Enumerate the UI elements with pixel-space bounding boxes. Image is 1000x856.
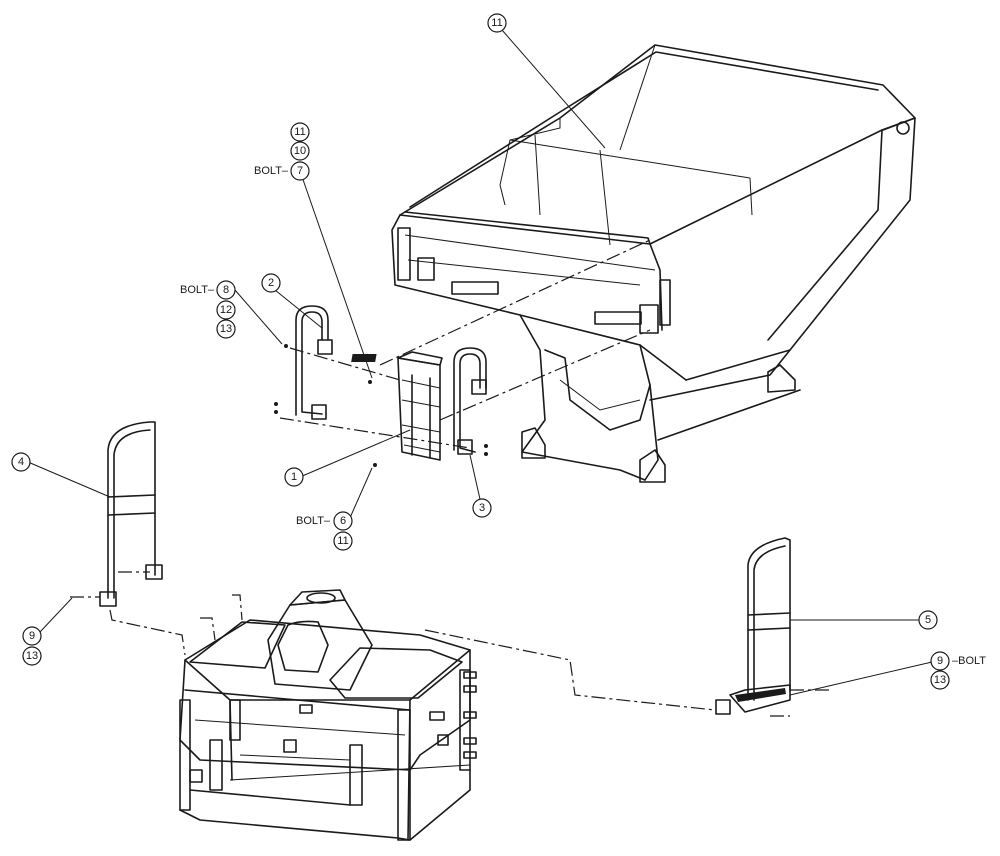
callout-9-left: 9 [22, 626, 42, 646]
svg-text:11: 11 [491, 17, 502, 29]
callout-11-bottom: 11 [333, 531, 353, 551]
svg-text:1: 1 [291, 471, 297, 483]
svg-text:12: 12 [220, 304, 232, 316]
install-line-right [424, 629, 716, 711]
callout-7: 7 [290, 161, 310, 181]
svg-text:9: 9 [29, 630, 35, 642]
svg-text:13: 13 [26, 650, 38, 662]
leader-line [39, 597, 73, 633]
callout-11-hopper: 11 [487, 13, 507, 33]
leader-lines [27, 29, 933, 696]
callout-13-right: 13 [930, 670, 950, 690]
bolt-label-6: BOLT– [296, 515, 331, 527]
callout-6: 6 [333, 511, 353, 531]
callout-8: 8 [216, 280, 236, 300]
bolt-label-9: –BOLT [952, 655, 986, 667]
install-line-left [200, 617, 216, 641]
svg-text:6: 6 [340, 515, 346, 527]
callout-13-top: 13 [216, 319, 236, 339]
bolt-label-8: BOLT– [180, 284, 215, 296]
grab-handle-2 [295, 305, 333, 420]
install-line-left [109, 609, 186, 656]
callout-2: 2 [261, 273, 281, 293]
leader-line [234, 289, 283, 345]
center-line [439, 329, 651, 421]
svg-text:8: 8 [223, 284, 229, 296]
callout-13-left: 13 [22, 646, 42, 666]
callout-4: 4 [11, 452, 31, 472]
svg-text:7: 7 [297, 165, 303, 177]
svg-text:10: 10 [294, 145, 306, 157]
step-ladder [351, 351, 443, 461]
callout-9-right: 9 [930, 651, 950, 671]
svg-text:4: 4 [18, 456, 24, 468]
hopper-body [391, 44, 916, 483]
bolt-markers [274, 344, 488, 467]
callout-5: 5 [918, 610, 938, 630]
callout-10: 10 [290, 141, 310, 161]
svg-text:5: 5 [925, 614, 931, 626]
railing-right [715, 537, 830, 717]
bolt-label-7: BOLT– [254, 165, 289, 177]
railing-left [70, 421, 163, 607]
callout-11-stack: 11 [290, 122, 310, 142]
grab-handle-3 [453, 347, 487, 455]
base-frame [179, 589, 477, 841]
install-line-left [232, 594, 243, 621]
callout-12: 12 [216, 300, 236, 320]
callout-1: 1 [284, 467, 304, 487]
svg-text:3: 3 [479, 502, 485, 514]
svg-text:11: 11 [337, 535, 348, 547]
svg-text:2: 2 [268, 277, 274, 289]
callout-3: 3 [472, 498, 492, 518]
svg-text:13: 13 [934, 674, 946, 686]
svg-text:9: 9 [937, 655, 943, 667]
svg-text:13: 13 [220, 323, 232, 335]
svg-text:11: 11 [294, 126, 305, 138]
